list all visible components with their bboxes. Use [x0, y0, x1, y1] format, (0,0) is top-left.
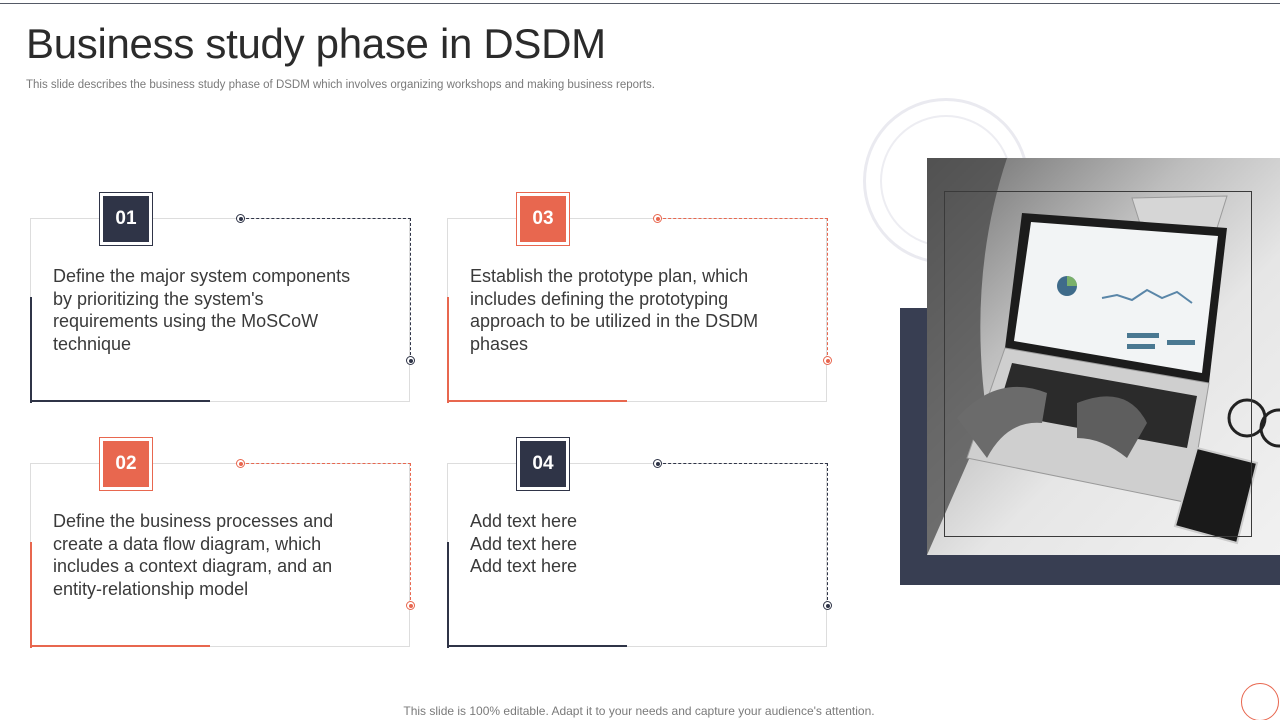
card-accent-left	[447, 297, 449, 403]
connector-dot-icon	[823, 356, 832, 365]
card-number: 01	[103, 196, 149, 242]
connector-dot-icon	[653, 459, 662, 468]
card-number: 03	[520, 196, 566, 242]
top-rule	[0, 3, 1280, 4]
card-number-badge: 03	[516, 192, 570, 246]
card-connector	[658, 218, 828, 360]
photo-frame	[944, 191, 1252, 537]
laptop-illustration	[927, 158, 1280, 555]
placeholder-line: Add text here	[470, 556, 578, 576]
card-text: Define the business processes and create…	[53, 511, 334, 599]
connector-dot-icon	[653, 214, 662, 223]
card-text: Define the major system components by pr…	[53, 266, 351, 354]
card-accent-bottom	[30, 400, 210, 402]
card-03: 03 Establish the prototype plan, which i…	[447, 192, 832, 403]
card-accent-bottom	[30, 645, 210, 647]
slide-subtitle: This slide describes the business study …	[26, 79, 655, 91]
card-01: 01 Define the major system components by…	[30, 192, 415, 403]
placeholder-line: Add text here	[470, 533, 578, 554]
card-text: Add text here Add text here Add text her…	[470, 510, 770, 578]
card-accent-left	[447, 542, 449, 648]
card-number-badge: 04	[516, 437, 570, 491]
card-connector	[241, 463, 411, 605]
slide-title: Business study phase in DSDM	[26, 20, 606, 67]
card-connector	[241, 218, 411, 360]
card-04: 04 Add text here Add text here Add text …	[447, 437, 832, 648]
connector-dot-icon	[236, 214, 245, 223]
card-connector	[658, 463, 828, 605]
card-accent-bottom	[447, 645, 627, 647]
card-02: 02 Define the business processes and cre…	[30, 437, 415, 648]
card-number-badge: 01	[99, 192, 153, 246]
card-number: 04	[520, 441, 566, 487]
card-accent-left	[30, 542, 32, 648]
connector-dot-icon	[823, 601, 832, 610]
card-number: 02	[103, 441, 149, 487]
card-accent-bottom	[447, 400, 627, 402]
laptop-photo-icon	[927, 158, 1280, 555]
connector-dot-icon	[406, 356, 415, 365]
connector-dot-icon	[236, 459, 245, 468]
card-accent-left	[30, 297, 32, 403]
slide-footer: This slide is 100% editable. Adapt it to…	[403, 704, 875, 718]
card-text: Establish the prototype plan, which incl…	[470, 266, 759, 354]
placeholder-line: Add text here	[470, 511, 578, 531]
card-number-badge: 02	[99, 437, 153, 491]
corner-circle-icon	[1241, 683, 1279, 720]
connector-dot-icon	[406, 601, 415, 610]
